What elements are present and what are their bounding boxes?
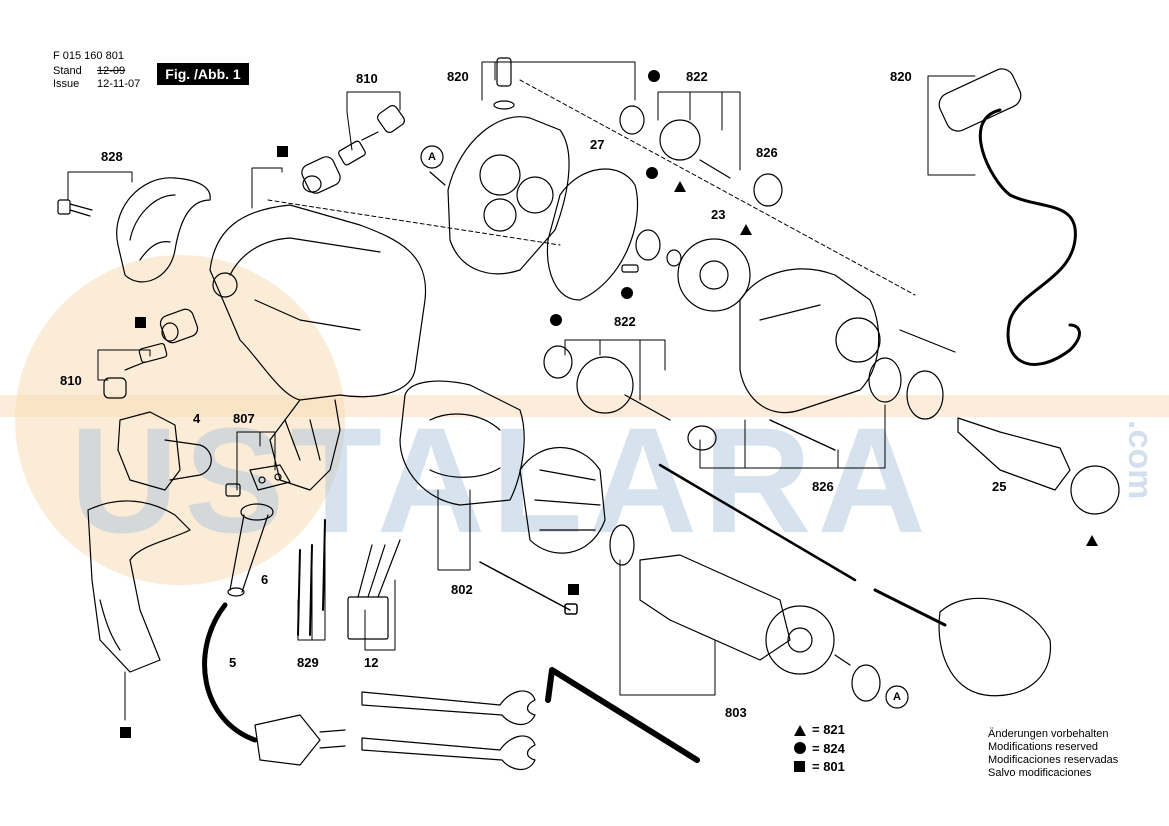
ref-a-circle-top <box>420 145 444 169</box>
drawing-symbols <box>120 70 1098 772</box>
label-4: 4 <box>193 411 201 426</box>
ref-a-circle-bottom <box>885 685 909 709</box>
gears-822-mid <box>543 345 717 451</box>
label-25: 25 <box>992 479 1007 494</box>
hex-key <box>545 667 700 763</box>
gasket-27 <box>546 168 639 301</box>
fan-baffle <box>519 447 606 554</box>
legend-821: = 821 <box>812 722 845 737</box>
brushes-829 <box>297 519 326 636</box>
modification-notes: Änderungen vorbehalten Modifications res… <box>988 728 1118 780</box>
brush-parts-top <box>338 105 405 166</box>
label-822-mid: 822 <box>614 314 636 329</box>
cable-guard-6 <box>227 503 274 597</box>
gear-23 <box>621 229 751 312</box>
label-829: 829 <box>297 655 319 670</box>
label-822-top: 822 <box>686 69 708 84</box>
legend-801: = 801 <box>812 759 845 774</box>
stator <box>399 380 525 506</box>
label-826-bottom: 826 <box>812 479 834 494</box>
legend-824: = 824 <box>812 741 845 756</box>
note-pt: Salvo modificaciones <box>988 767 1092 779</box>
watermark-band <box>0 395 1169 417</box>
label-810-left: 810 <box>60 373 82 388</box>
note-es: Modificaciones reservadas <box>988 754 1119 766</box>
gearbox-cover <box>429 116 570 275</box>
label-27: 27 <box>590 137 605 152</box>
watermark-text: USTALARA <box>70 396 932 564</box>
issue-label: Issue <box>53 78 80 90</box>
armature-803 <box>609 524 881 702</box>
long-screws <box>479 419 836 615</box>
spanner-wrenches <box>361 690 536 770</box>
capacitor-12 <box>347 539 401 640</box>
cable-clamp-807 <box>225 464 291 497</box>
coupling-left <box>103 308 199 399</box>
leader-lines <box>67 61 976 721</box>
label-820-right: 820 <box>890 69 912 84</box>
label-826-top: 826 <box>756 145 778 160</box>
screw-top <box>57 57 515 217</box>
label-23: 23 <box>711 207 726 222</box>
ref-a-top: A <box>428 151 436 163</box>
motor-housing <box>209 204 427 491</box>
label-810-top: 810 <box>356 71 378 86</box>
label-807: 807 <box>233 411 255 426</box>
note-en: Modifications reserved <box>988 741 1099 753</box>
watermark-circle <box>15 255 345 585</box>
label-12: 12 <box>364 655 379 670</box>
label-803: 803 <box>725 705 747 720</box>
power-cable-5 <box>202 602 346 766</box>
spindle-25 <box>957 417 1120 515</box>
handle-shell <box>87 500 191 673</box>
mixer-shaft <box>658 463 1052 697</box>
wire-clip-820 <box>938 68 1081 366</box>
stand-label: Stand <box>53 65 82 77</box>
figure-label: Fig. /Abb. 1 <box>157 63 249 85</box>
cover-828 <box>116 177 211 283</box>
stand-value: 12-09 <box>97 65 126 77</box>
label-5: 5 <box>229 655 237 670</box>
ref-a-bottom: A <box>893 691 901 703</box>
label-820-top: 820 <box>447 69 469 84</box>
doc-number: F 015 160 801 <box>53 50 124 62</box>
gear-housing-right <box>739 268 881 414</box>
label-828: 828 <box>101 149 123 164</box>
label-802: 802 <box>451 582 473 597</box>
label-6: 6 <box>261 572 269 587</box>
issue-value: 12-11-07 <box>97 78 141 90</box>
coupling-top <box>301 156 341 194</box>
note-de: Änderungen vorbehalten <box>988 728 1109 740</box>
switch-4 <box>117 411 212 491</box>
bearings-right <box>868 329 956 420</box>
gears-822-top <box>619 105 783 207</box>
watermark-suffix: .com <box>1121 420 1159 500</box>
